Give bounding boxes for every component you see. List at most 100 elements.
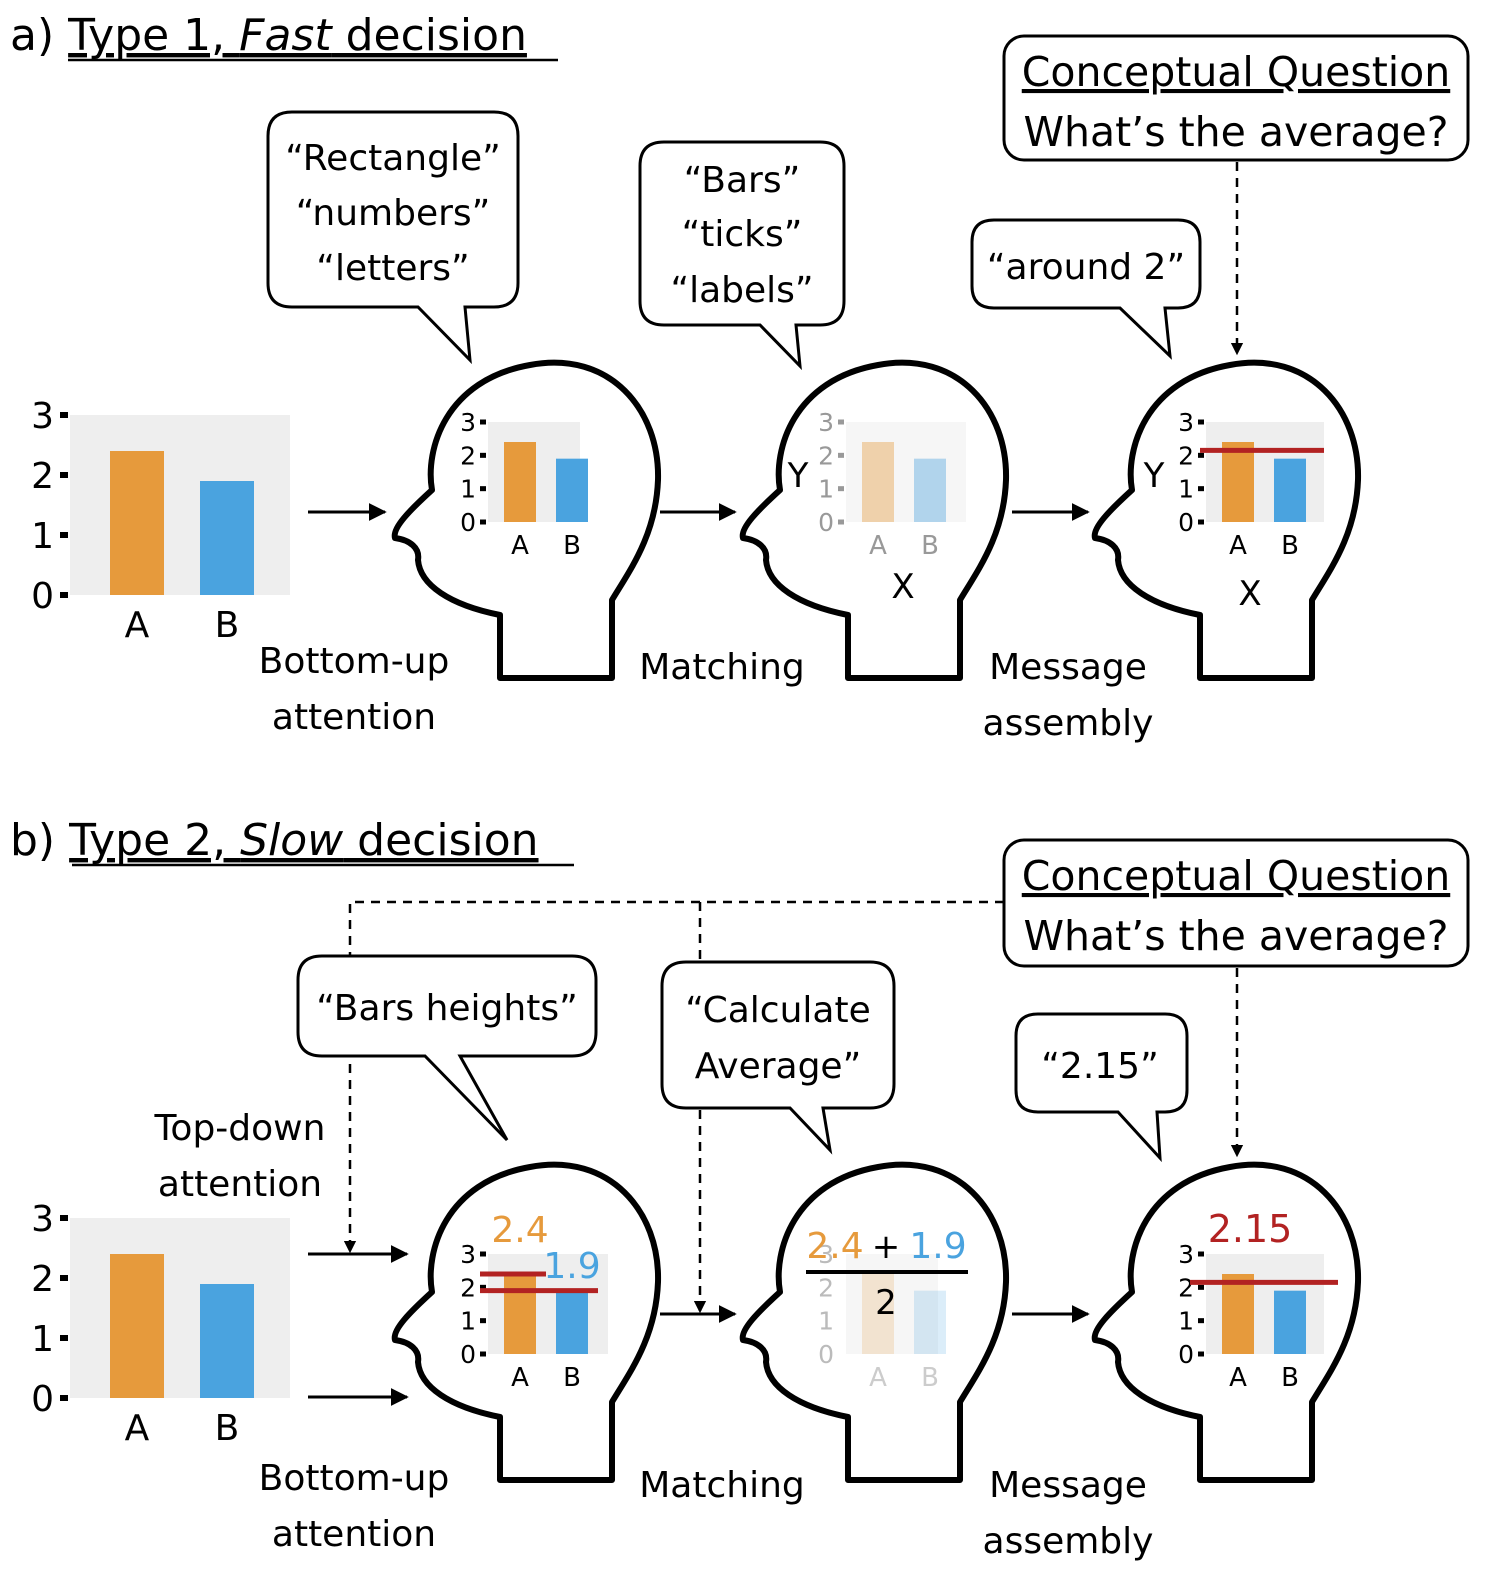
y-tick-mark xyxy=(480,519,486,525)
y-tick-mark xyxy=(480,1351,486,1357)
bar-b xyxy=(556,1290,588,1354)
x-tick-label: B xyxy=(215,1408,240,1449)
stage-label: attention xyxy=(272,1514,436,1555)
x-tick-label: A xyxy=(511,531,529,561)
bar-b xyxy=(556,458,588,522)
y-axis-letter: Y xyxy=(787,456,809,496)
bar-b xyxy=(1274,458,1306,522)
y-tick-label: 3 xyxy=(460,408,476,437)
y-tick-mark xyxy=(838,419,844,425)
stage-label: Bottom-up xyxy=(259,1458,450,1499)
stage-label: Matching xyxy=(639,647,805,688)
formula-value-b: 1.9 xyxy=(909,1226,966,1267)
bar-b xyxy=(200,1284,254,1398)
y-tick-mark xyxy=(1198,1284,1204,1290)
bubble-line: “Calculate xyxy=(685,990,871,1031)
speech-bubble-attention-a: “Rectangle” “numbers” “letters” xyxy=(266,110,520,365)
y-tick-label: 3 xyxy=(1178,408,1194,437)
y-tick-label: 0 xyxy=(818,1340,834,1369)
y-tick-label: 1 xyxy=(460,1307,476,1336)
y-tick-mark xyxy=(838,486,844,492)
stage-label: attention xyxy=(272,697,436,738)
x-tick-label: B xyxy=(563,1363,581,1393)
conceptual-question-box-b: Conceptual Question What’s the average? xyxy=(1002,838,1470,968)
question-heading: Conceptual Question xyxy=(1022,48,1450,96)
y-tick-label: 1 xyxy=(818,1307,834,1336)
bubble-line: “ticks” xyxy=(682,214,803,255)
stage-label: Message xyxy=(989,647,1147,688)
y-tick-mark xyxy=(1198,486,1204,492)
stage-label: attention xyxy=(158,1164,322,1205)
y-tick-label: 3 xyxy=(460,1240,476,1269)
y-tick-label: 3 xyxy=(1178,1240,1194,1269)
y-tick-label: 3 xyxy=(31,1199,54,1240)
x-tick-label: A xyxy=(1229,531,1247,561)
stage-label: assembly xyxy=(983,1521,1154,1562)
stage-label: Matching xyxy=(639,1465,805,1506)
bar-a xyxy=(110,1254,164,1398)
bar-b xyxy=(914,1290,946,1354)
x-tick-label: B xyxy=(1281,1363,1299,1393)
y-tick-mark xyxy=(480,452,486,458)
y-tick-label: 2 xyxy=(31,1259,54,1300)
y-tick-mark xyxy=(838,452,844,458)
question-text: What’s the average? xyxy=(1023,108,1448,156)
bubble-line: “around 2” xyxy=(987,247,1185,288)
y-tick-mark xyxy=(480,419,486,425)
chart-background xyxy=(70,415,290,595)
speech-bubble-matching-b: “Calculate Average” xyxy=(660,960,896,1155)
x-tick-label: A xyxy=(869,1363,887,1393)
bar-b xyxy=(200,481,254,595)
formula-divisor: 2 xyxy=(875,1283,897,1323)
y-tick-mark xyxy=(480,1251,486,1257)
speech-bubble-matching-a: “Bars” “ticks” “labels” xyxy=(638,140,846,371)
chart-background xyxy=(846,422,966,522)
bubble-line: “labels” xyxy=(670,270,813,311)
bar-a xyxy=(504,442,536,522)
x-tick-label: B xyxy=(921,531,939,561)
dashed-arrow-question-to-attention xyxy=(343,900,1004,1254)
bubble-line: “Rectangle” xyxy=(285,138,501,179)
y-tick-label: 2 xyxy=(31,456,54,497)
y-tick-mark xyxy=(60,1395,68,1401)
y-tick-label: 2 xyxy=(818,441,834,470)
y-tick-label: 1 xyxy=(460,475,476,504)
y-tick-label: 0 xyxy=(1178,508,1194,537)
formula-plus: + xyxy=(872,1227,901,1267)
y-tick-mark xyxy=(60,532,68,538)
y-tick-label: 1 xyxy=(1178,475,1194,504)
question-heading: Conceptual Question xyxy=(1022,852,1450,900)
bar-a xyxy=(110,451,164,595)
stage-label: Top-down xyxy=(154,1108,326,1149)
y-tick-label: 3 xyxy=(31,396,54,437)
stage-label: Bottom-up xyxy=(259,641,450,682)
result-value: 2.15 xyxy=(1208,1207,1293,1251)
y-tick-label: 1 xyxy=(818,475,834,504)
speech-bubble-message-b: “2.15” xyxy=(1014,1012,1189,1163)
stage-label: Message xyxy=(989,1465,1147,1506)
y-axis-letter: Y xyxy=(1143,456,1165,496)
y-tick-label: 3 xyxy=(818,1240,834,1269)
x-tick-label: A xyxy=(125,1408,150,1449)
x-axis-letter: X xyxy=(891,567,914,607)
y-tick-mark xyxy=(480,1284,486,1290)
y-tick-mark xyxy=(480,486,486,492)
y-tick-label: 0 xyxy=(1178,1340,1194,1369)
bubble-line: “Bars heights” xyxy=(316,988,577,1029)
y-tick-label: 0 xyxy=(460,1340,476,1369)
y-tick-label: 1 xyxy=(31,516,54,557)
x-tick-label: B xyxy=(215,605,240,646)
x-tick-label: A xyxy=(869,531,887,561)
y-tick-label: 0 xyxy=(818,508,834,537)
y-tick-mark xyxy=(60,592,68,598)
panel-a-title: a) Type 1, Fast decision xyxy=(10,10,527,61)
y-tick-label: 2 xyxy=(1178,1273,1194,1302)
y-tick-mark xyxy=(1198,1318,1204,1324)
y-tick-label: 0 xyxy=(460,508,476,537)
y-tick-label: 2 xyxy=(818,1273,834,1302)
